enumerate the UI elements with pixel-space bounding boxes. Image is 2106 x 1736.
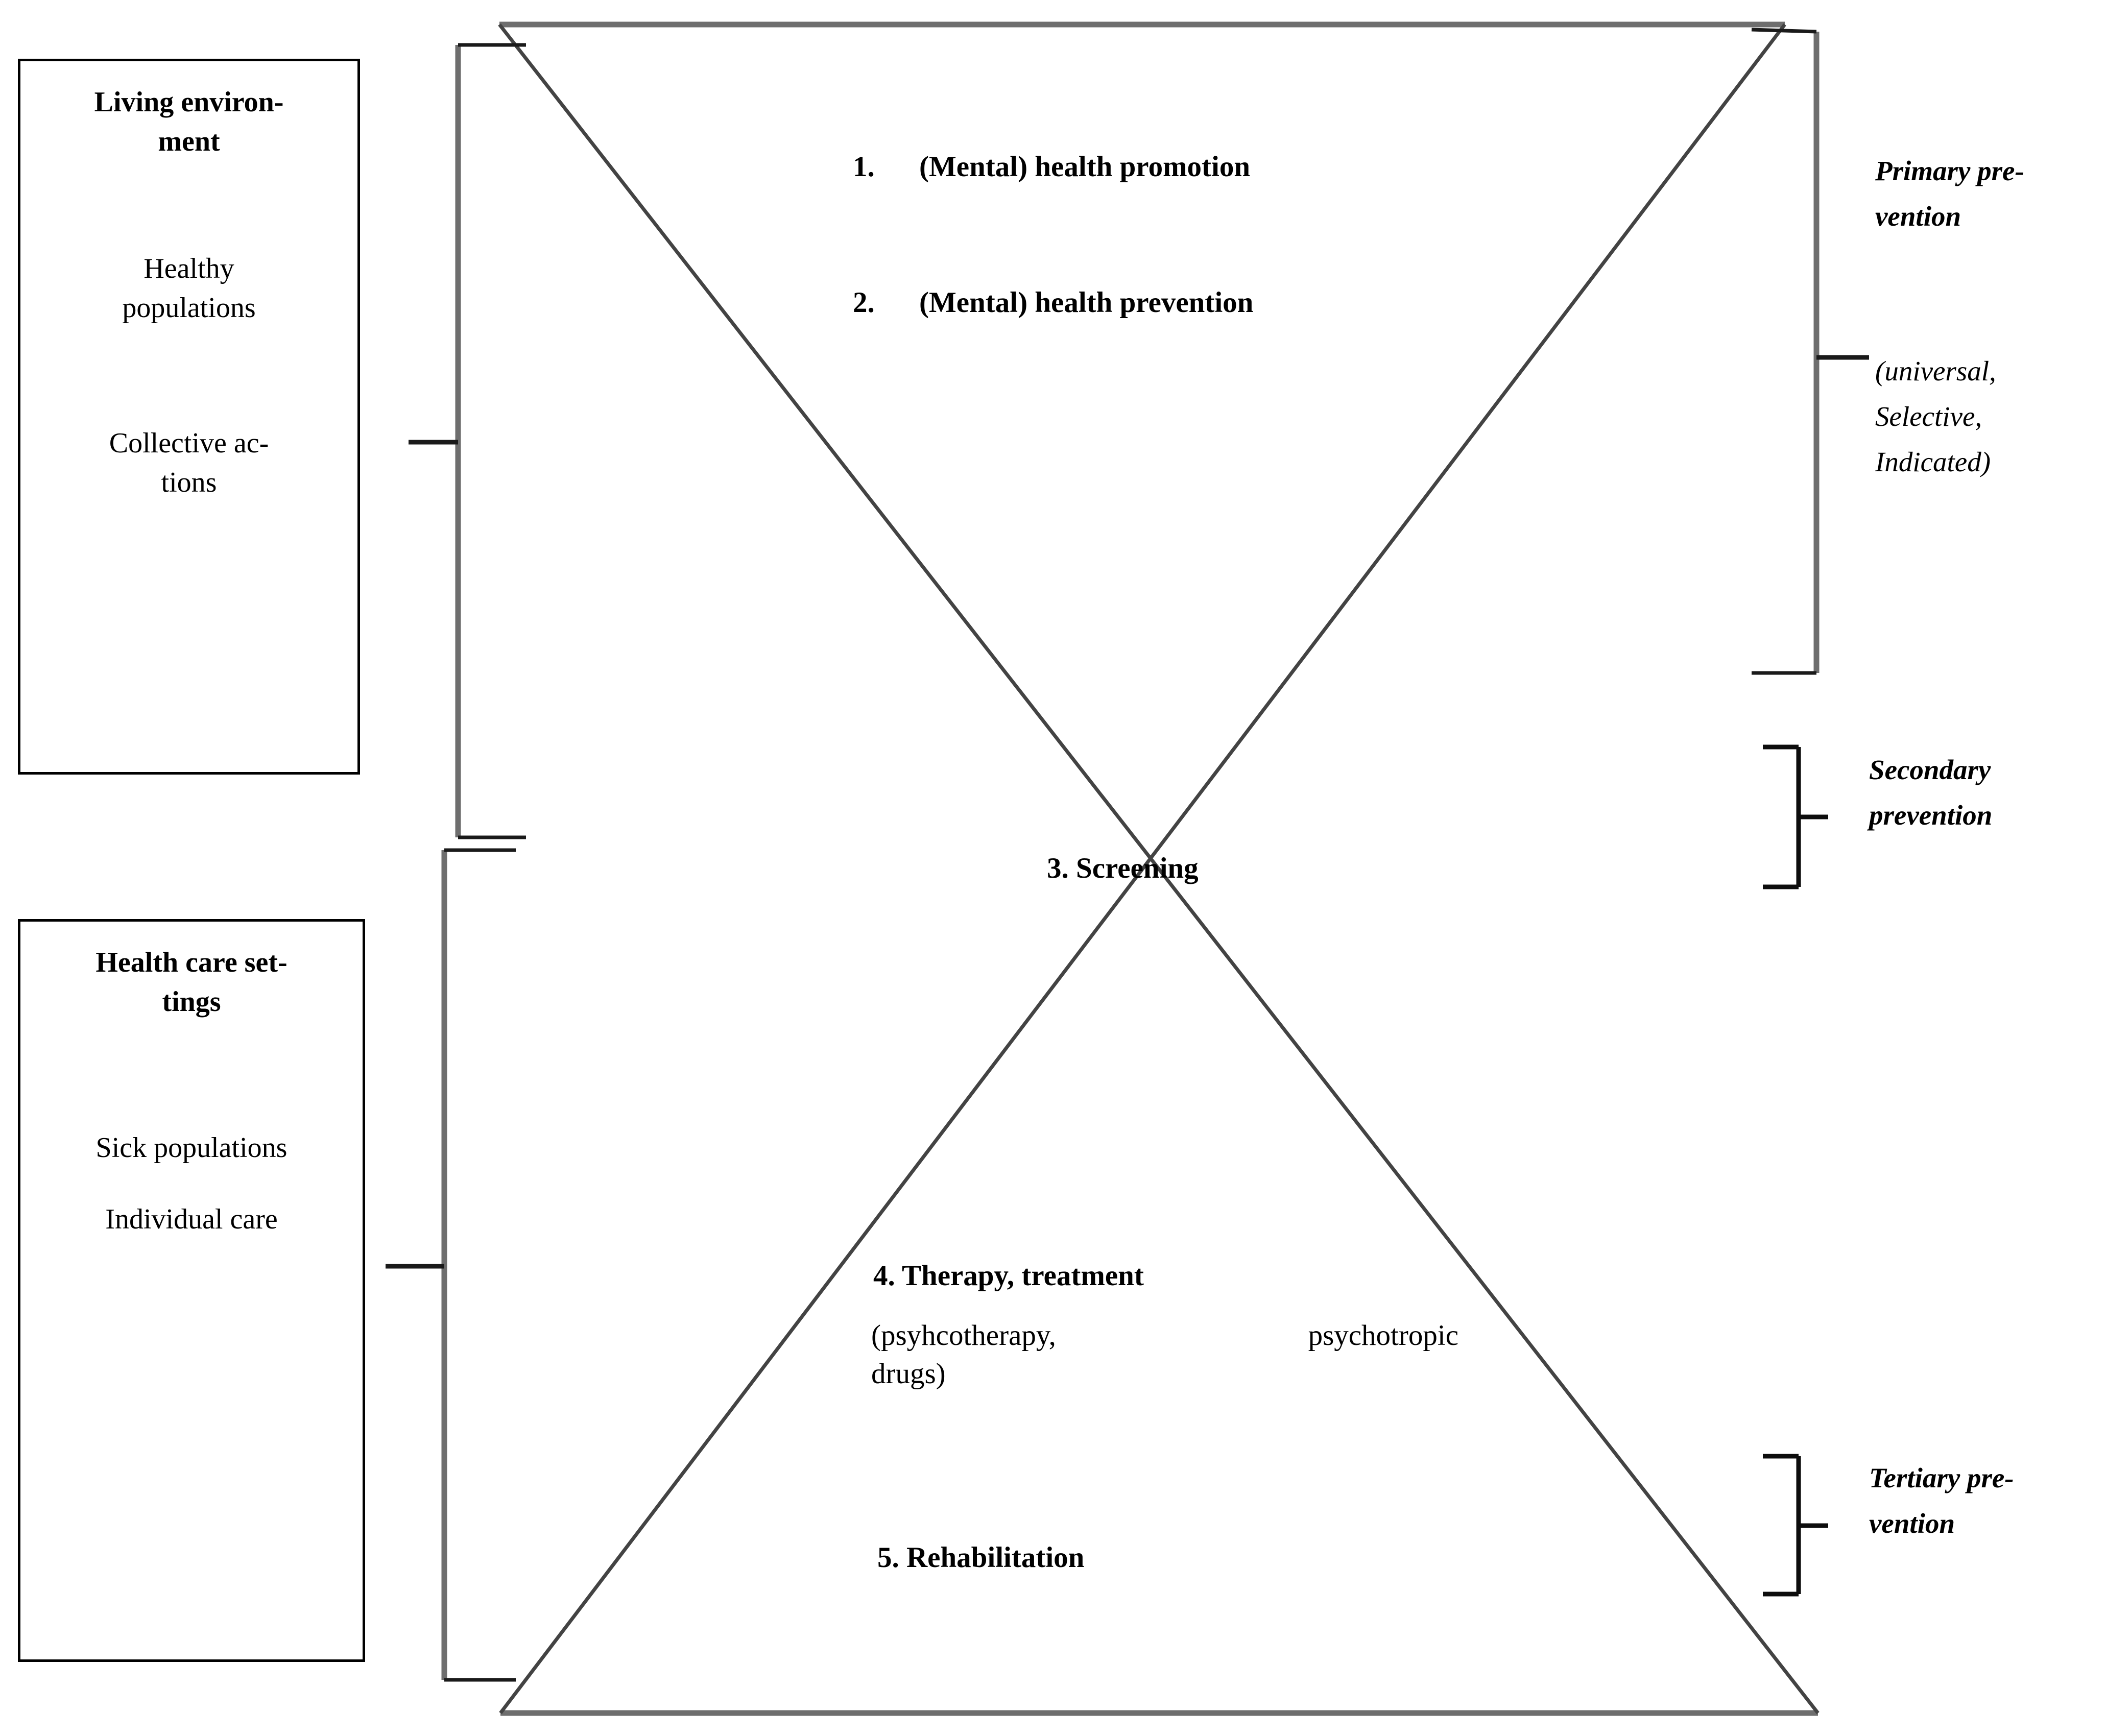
primary-prevention-line1: Primary pre- <box>1875 155 2024 186</box>
primary-prevention-detail: (universal, Selective, Indicated) <box>1875 348 2079 485</box>
left-bracket-health-care <box>386 848 516 1682</box>
tertiary-prevention-line1: Tertiary pre- <box>1869 1462 2014 1493</box>
intervention-1-label: (Mental) health promotion <box>919 151 1251 183</box>
primary-prevention-label: Primary pre- vention <box>1875 148 2079 239</box>
intervention-item-2: 2. (Mental) health prevention <box>853 286 1253 319</box>
health-care-line-individual-care: Individual care <box>105 1203 278 1235</box>
living-environment-line-healthy: Healthy <box>143 253 234 284</box>
intervention-1-number: 1. <box>853 151 875 183</box>
left-bracket-living-environment <box>409 43 526 839</box>
therapy-sub-line2: drugs) <box>871 1358 946 1390</box>
therapy-sublabel: (psyhcotherapy, psychotropic drugs) <box>871 1316 1458 1393</box>
therapy-label: 4. Therapy, treatment <box>873 1260 1144 1292</box>
screening-label: 3. Screening <box>1047 852 1199 884</box>
primary-prevention-detail-selective: Selective, <box>1875 401 1982 432</box>
health-care-line-sick-populations: Sick populations <box>95 1132 288 1164</box>
primary-prevention-line2: vention <box>1875 201 1961 232</box>
health-care-title-line2: tings <box>162 986 221 1018</box>
intervention-2-number: 2. <box>853 286 875 319</box>
secondary-prevention-line1: Secondary <box>1869 754 1991 785</box>
right-bracket-primary-prevention <box>1751 28 1869 675</box>
rehabilitation-label: 5. Rehabilitation <box>877 1541 1085 1574</box>
tertiary-prevention-label: Tertiary pre- vention <box>1869 1455 2084 1546</box>
intervention-item-1: 1. (Mental) health promotion <box>853 150 1250 183</box>
right-bracket-secondary-prevention <box>1763 744 1828 889</box>
living-environment-line-tions: tions <box>161 467 217 498</box>
right-bracket-tertiary-prevention <box>1763 1454 1828 1597</box>
primary-prevention-detail-universal: (universal, <box>1875 355 1996 387</box>
living-environment-line-collective: Collective ac- <box>109 427 269 459</box>
secondary-prevention-label: Secondary prevention <box>1869 747 2084 838</box>
living-environment-title-line1: Living environ- <box>94 86 284 118</box>
secondary-prevention-line2: prevention <box>1869 800 1993 831</box>
therapy-sub-left: (psyhcotherapy, <box>871 1319 1056 1352</box>
therapy-sub-right: psychotropic <box>1308 1319 1458 1352</box>
living-environment-line-populations: populations <box>122 292 256 324</box>
settings-box-health-care: Health care set- tings Sick populations … <box>18 919 365 1662</box>
living-environment-title-line2: ment <box>158 126 220 157</box>
intervention-2-label: (Mental) health prevention <box>919 286 1254 319</box>
primary-prevention-detail-indicated: Indicated) <box>1875 446 1991 478</box>
tertiary-prevention-line2: vention <box>1869 1508 1955 1539</box>
settings-box-living-environment: Living environ- ment Healthy populations… <box>18 59 360 775</box>
health-care-title-line1: Health care set- <box>95 947 288 978</box>
